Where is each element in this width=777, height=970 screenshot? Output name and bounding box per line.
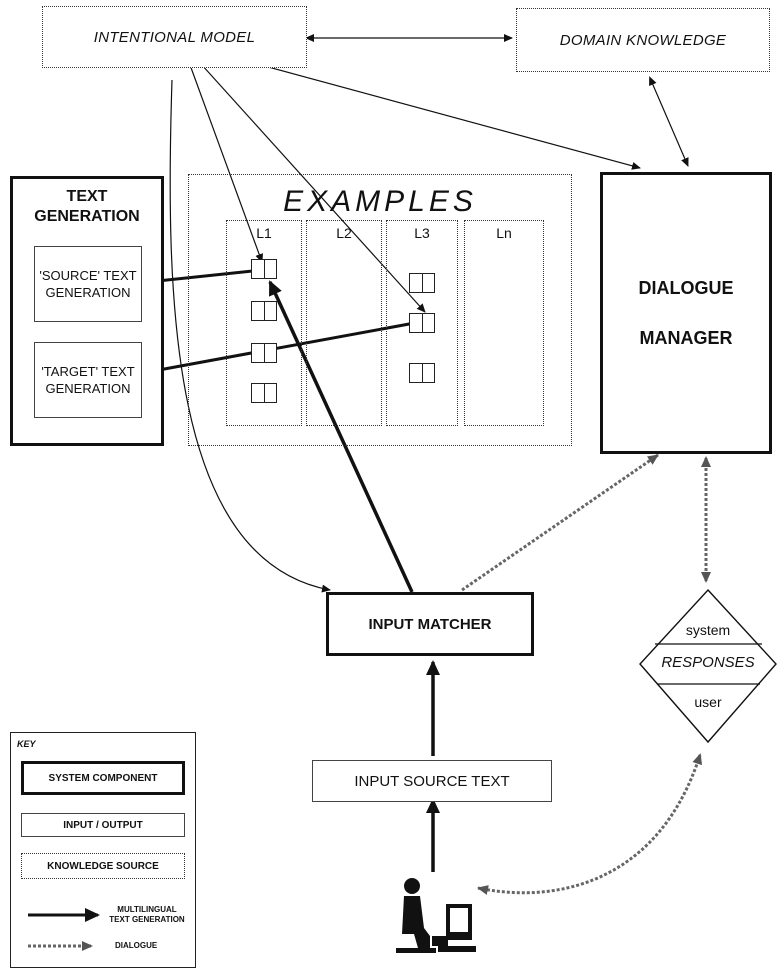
matcher-dm-dialogue xyxy=(462,455,658,590)
domain-knowledge-label: DOMAIN KNOWLEDGE xyxy=(560,32,726,49)
text-generation-title: TEXT GENERATION xyxy=(19,187,155,227)
dialogue-manager-label-2: MANAGER xyxy=(640,313,733,363)
source-text-generation-box: 'SOURCE' TEXT GENERATION xyxy=(34,246,142,322)
example-book-icon xyxy=(251,301,277,321)
key-multilingual-line2: TEXT GENERATION xyxy=(99,915,195,925)
input-source-text-label: INPUT SOURCE TEXT xyxy=(354,773,509,790)
example-book-icon xyxy=(251,259,277,279)
example-book-icon xyxy=(409,273,435,293)
example-column-l2: L2 xyxy=(306,220,382,426)
key-panel: KEY SYSTEM COMPONENT INPUT / OUTPUT KNOW… xyxy=(10,732,196,968)
intentional-model-box: INTENTIONAL MODEL xyxy=(42,6,307,68)
intentional-model-label: INTENTIONAL MODEL xyxy=(94,29,256,46)
responses-title-label: RESPONSES xyxy=(644,654,772,671)
key-input-output: INPUT / OUTPUT xyxy=(21,813,185,837)
responses-user-label: user xyxy=(668,694,748,710)
responses-system-label: system xyxy=(668,622,748,638)
key-dialogue-label: DIALOGUE xyxy=(115,941,157,950)
input-matcher-box: INPUT MATCHER xyxy=(326,592,534,656)
key-system-component-label: SYSTEM COMPONENT xyxy=(49,773,158,784)
key-knowledge-source-label: KNOWLEDGE SOURCE xyxy=(47,861,159,872)
examples-title: EXAMPLES xyxy=(189,185,571,219)
example-column-label: L3 xyxy=(387,225,457,241)
example-column-ln: Ln xyxy=(464,220,544,426)
key-system-component: SYSTEM COMPONENT xyxy=(21,761,185,795)
source-text-generation-label: 'SOURCE' TEXT GENERATION xyxy=(39,267,137,301)
example-book-icon xyxy=(409,363,435,383)
target-text-generation-box: 'TARGET' TEXT GENERATION xyxy=(34,342,142,418)
example-book-icon xyxy=(409,313,435,333)
target-text-generation-label: 'TARGET' TEXT GENERATION xyxy=(39,363,137,397)
dialogue-manager-label-1: DIALOGUE xyxy=(638,263,733,313)
example-book-icon xyxy=(251,343,277,363)
example-book-icon xyxy=(251,383,277,403)
key-input-output-label: INPUT / OUTPUT xyxy=(63,820,142,831)
example-column-label: Ln xyxy=(465,225,543,241)
example-column-l1: L1 xyxy=(226,220,302,426)
key-multilingual-line1: MULTILINGUAL xyxy=(99,905,195,915)
key-knowledge-source: KNOWLEDGE SOURCE xyxy=(21,853,185,879)
domain-knowledge-box: DOMAIN KNOWLEDGE xyxy=(516,8,770,72)
user-computer-icon xyxy=(396,878,476,953)
example-column-label: L2 xyxy=(307,225,381,241)
input-matcher-label: INPUT MATCHER xyxy=(368,616,491,633)
input-source-text-box: INPUT SOURCE TEXT xyxy=(312,760,552,802)
example-column-l3: L3 xyxy=(386,220,458,426)
dialogue-manager-box: DIALOGUE MANAGER xyxy=(600,172,772,454)
example-column-label: L1 xyxy=(227,225,301,241)
key-multilingual-label: MULTILINGUAL TEXT GENERATION xyxy=(99,905,195,925)
key-title: KEY xyxy=(17,739,36,749)
im-dm-connector xyxy=(250,62,640,168)
dk-dm-connector xyxy=(650,78,688,166)
